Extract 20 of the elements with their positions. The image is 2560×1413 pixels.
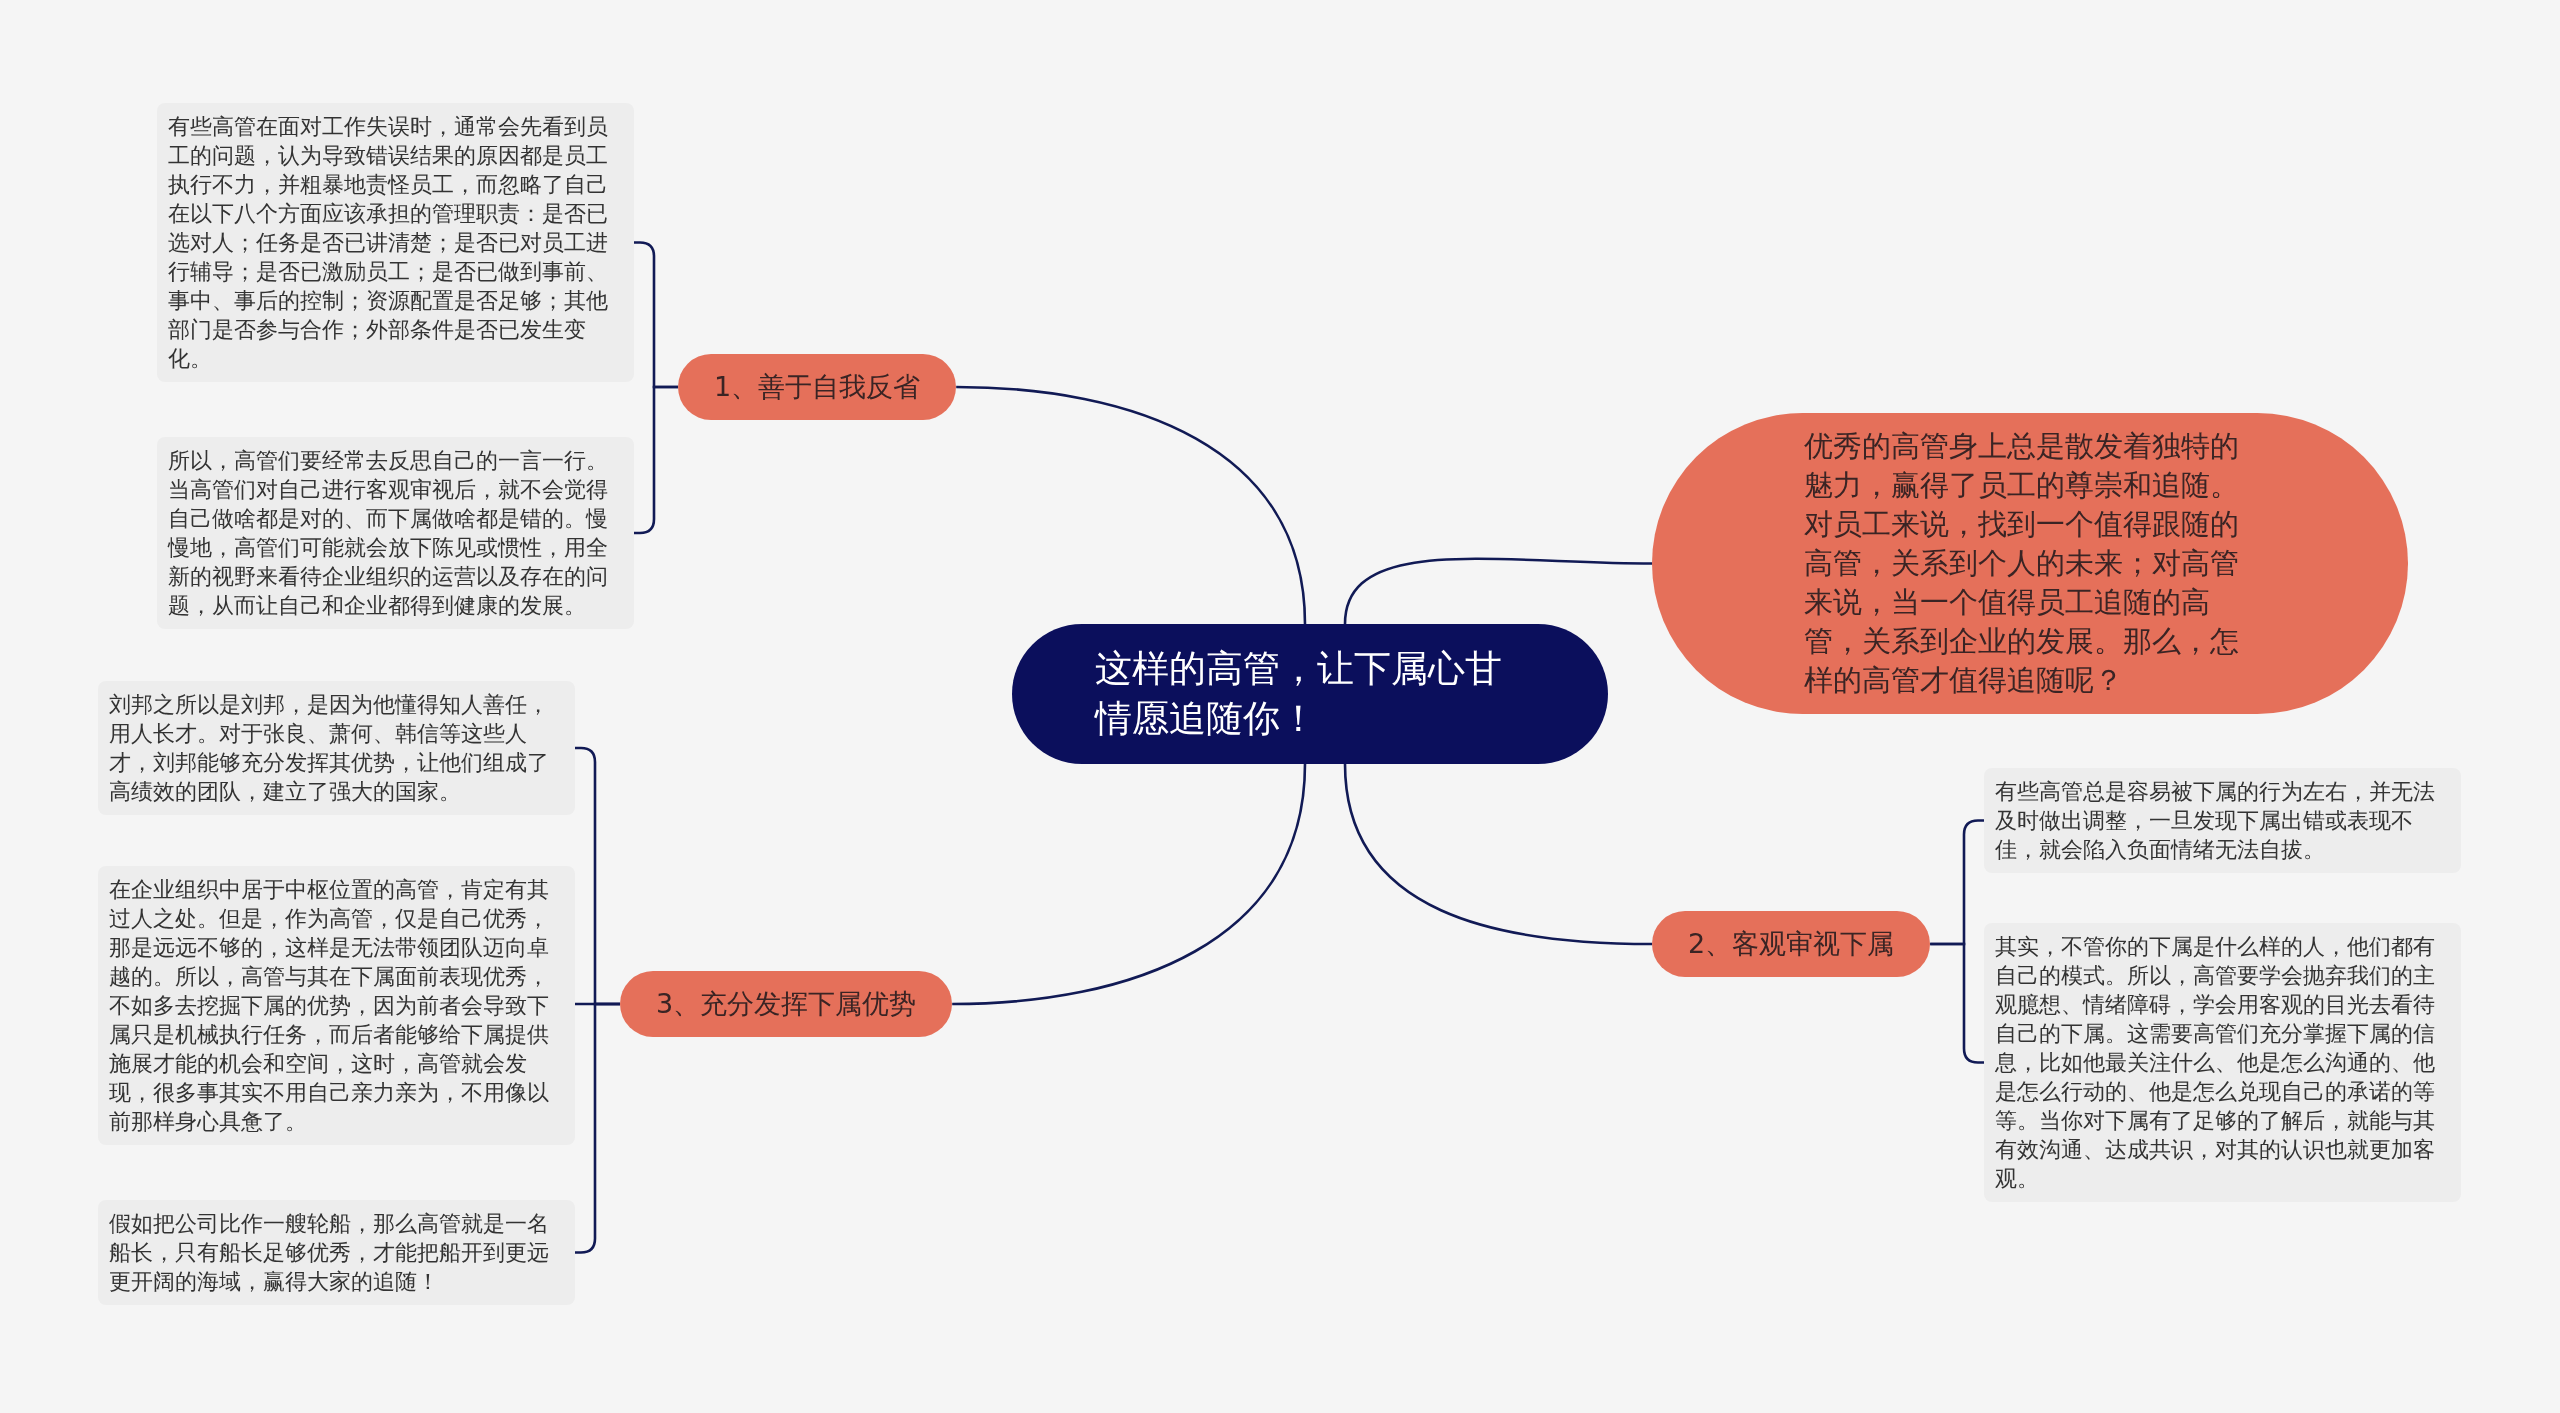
note-text: 刘邦之所以是刘邦，是因为他懂得知人善任，用人长才。对于张良、萧何、韩信等这些人才，刘邦能够充分发挥其优势，让他们组成了高绩效的团队，建立了强大的国家。 xyxy=(109,691,550,806)
connector-line xyxy=(956,385,1307,625)
intro-text: 优秀的高管身上总是散发着独特的魅力，赢得了员工的尊崇和追随。对员工来说，找到一个值得跟随的高管，关系到个人的未来；对高管来说，当一个值得员工追随的高管，关系到企业的发展。那么，怎样的高管才值得追随呢？ xyxy=(1804,428,2240,699)
branch-topic-text: 3、充分发挥下属优势 xyxy=(656,986,917,1021)
branch-topic-text: 1、善于自我反省 xyxy=(714,369,921,404)
central-topic-text: 这样的高管，让下属心甘情愿追随你！ xyxy=(1095,646,1503,742)
note-text: 所以，高管们要经常去反思自己的一言一行。当高管们对自己进行客观审视后，就不会觉得自己做啥都是对的、而下属做啥都是错的。慢慢地，高管们可能就会放下陈见或惯性，用全新的视野来看待企业组织的运营以及存在的问题，从而让自己和企业都得到健康的发展。 xyxy=(168,447,609,620)
note-card xyxy=(157,437,634,629)
connector-line xyxy=(1343,557,1652,625)
branch-topic-text: 2、客观审视下属 xyxy=(1688,926,1895,961)
connector-line xyxy=(1343,763,1653,946)
note-card xyxy=(1984,768,2461,873)
note-text: 假如把公司比作一艘轮船，那么高管就是一名船长，只有船长足够优秀，才能把船开到更远更开阔的海域，赢得大家的追随！ xyxy=(109,1210,550,1296)
note-card xyxy=(98,1200,575,1305)
connector-line xyxy=(952,763,1307,1006)
note-card xyxy=(98,681,575,815)
note-text: 有些高管在面对工作失误时，通常会先看到员工的问题，认为导致错误结果的原因都是员工执行不力，并粗暴地责怪员工，而忽略了自己在以下八个方面应该承担的管理职责：是否已选对人；任务是否已讲清楚；是否已对员工进行辅导；是否已激励员工；是否已做到事前、事中、事后的控制；资源配置是否足够；其他部门是否参与合作；外部条件是否已发生变化。 xyxy=(168,113,609,373)
note-text: 其实，不管你的下属是什么样的人，他们都有自己的模式。所以，高管要学会抛弃我们的主观臆想、情绪障碍，学会用客观的目光去看待自己的下属。这需要高管们充分掌握下属的信息，比如他最关注什么、他是怎么沟通的、他是怎么行动的、他是怎么兑现自己的承诺的等等。当你对下属有了足够的了解后，就能与其有效沟通、达成共识，对其的认识也就更加客观。 xyxy=(1995,933,2436,1193)
note-text: 有些高管总是容易被下属的行为左右，并无法及时做出调整，一旦发现下属出错或表现不佳，就会陷入负面情绪无法自拔。 xyxy=(1995,778,2436,864)
note-text: 在企业组织中居于中枢位置的高管，肯定有其过人之处。但是，作为高管，仅是自己优秀，那是远远不够的，这样是无法带领团队迈向卓越的。所以，高管与其在下属面前表现优秀，不如多去挖掘下属的优势，因为前者会导致下属只是机械执行任务，而后者能够给下属提供施展才能的机会和空间，这时，高管就会发现，很多事其实不用自己亲力亲为，不用像以前那样身心具惫了。 xyxy=(109,876,550,1136)
